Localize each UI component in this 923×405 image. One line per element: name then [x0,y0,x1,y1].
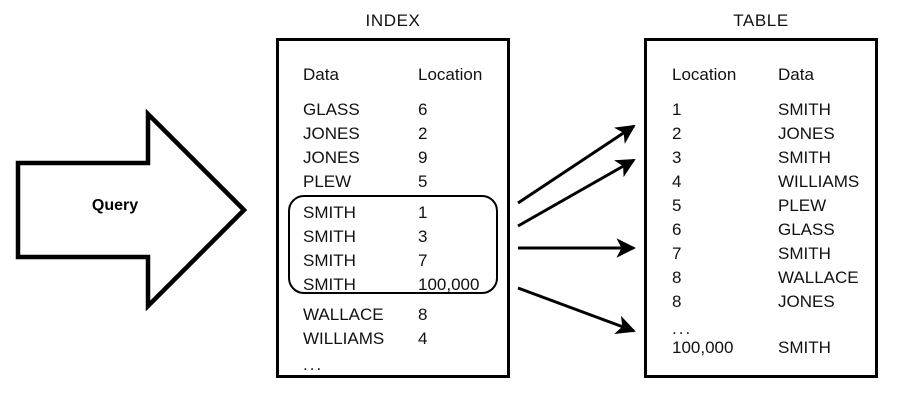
table-row: 3 SMITH [672,146,872,170]
index-cell-location: 9 [418,148,428,167]
index-cell-data: WALLACE [303,305,384,324]
table-cell-data: SMITH [778,244,831,263]
table-cell-location: 4 [672,172,682,191]
index-cell-location: 4 [418,329,428,348]
query-label: Query [91,197,139,214]
table-row: 8 JONES [672,290,872,314]
index-panel-box: Data Location GLASS 6 JONES 2 JONES 9 PL… [276,38,510,378]
connector-arrow-4 [517,286,636,335]
index-header-row: Data Location [303,63,503,87]
index-cell-data: WILLIAMS [303,329,385,348]
index-cell-data: SMITH [303,227,356,246]
index-cell-data: SMITH [303,275,356,294]
table-cell-data: WALLACE [778,268,859,287]
table-row: 5 PLEW [672,194,872,218]
table-cell-data: JONES [778,292,835,311]
index-cell-data: JONES [303,148,360,167]
table-cell-data: WILLIAMS [778,172,860,191]
table-row: 1 SMITH [672,98,872,122]
index-ellipsis-text: ... [303,355,324,374]
table-panel-title: TABLE [733,11,789,30]
table-row: 100,000 SMITH [672,336,872,360]
table-cell-data: SMITH [778,338,831,357]
index-cell-location: 3 [418,227,428,246]
index-row-highlighted: SMITH 7 [303,249,503,273]
table-panel-box: Location Data 1 SMITH 2 JONES 3 SMITH 4 … [644,38,878,378]
connector-arrow-2 [517,158,636,228]
table-ellipsis-text: ... [672,319,693,338]
table-cell-data: GLASS [778,220,835,239]
index-cell-data: JONES [303,124,360,143]
query-arrow-shape [15,108,248,312]
table-header-location: Location [672,65,737,84]
table-cell-location: 5 [672,196,682,215]
index-row: PLEW 5 [303,170,503,194]
table-header-row: Location Data [672,63,872,87]
table-row: 8 WALLACE [672,266,872,290]
index-header-data: Data [303,65,339,84]
index-row: GLASS 6 [303,98,503,122]
index-row-highlighted: SMITH 3 [303,225,503,249]
index-cell-location: 5 [418,172,428,191]
table-cell-location: 2 [672,124,682,143]
index-cell-location: 7 [418,251,428,270]
table-cell-data: SMITH [778,100,831,119]
index-cell-location: 8 [418,305,428,324]
table-ellipsis: ... [672,317,872,341]
table-cell-location: 6 [672,220,682,239]
index-row: JONES 9 [303,146,503,170]
index-panel-title: INDEX [365,11,421,30]
index-header-location: Location [418,65,483,84]
table-cell-location: 100,000 [672,338,734,357]
table-cell-location: 8 [672,268,682,287]
index-row: WALLACE 8 [303,303,503,327]
table-cell-location: 8 [672,292,682,311]
table-row: 7 SMITH [672,242,872,266]
table-cell-data: PLEW [778,196,827,215]
index-cell-data: SMITH [303,203,356,222]
connector-arrow-1 [517,124,636,205]
table-cell-data: SMITH [778,148,831,167]
index-row: JONES 2 [303,122,503,146]
index-cell-data: PLEW [303,172,352,191]
index-row-highlighted: SMITH 1 [303,201,503,225]
table-cell-location: 1 [672,100,682,119]
index-cell-location: 2 [418,124,428,143]
table-cell-location: 3 [672,148,682,167]
index-cell-location: 6 [418,100,428,119]
index-cell-location: 1 [418,203,428,222]
table-cell-location: 7 [672,244,682,263]
index-row-highlighted: SMITH 100,000 [303,273,503,297]
table-row: 6 GLASS [672,218,872,242]
table-row: 2 JONES [672,122,872,146]
index-ellipsis: ... [303,353,503,377]
index-cell-data: SMITH [303,251,356,270]
index-cell-location: 100,000 [418,275,480,294]
index-cell-data: GLASS [303,100,360,119]
table-header-data: Data [778,65,814,84]
index-row: WILLIAMS 4 [303,327,503,351]
table-row: 4 WILLIAMS [672,170,872,194]
table-cell-data: JONES [778,124,835,143]
